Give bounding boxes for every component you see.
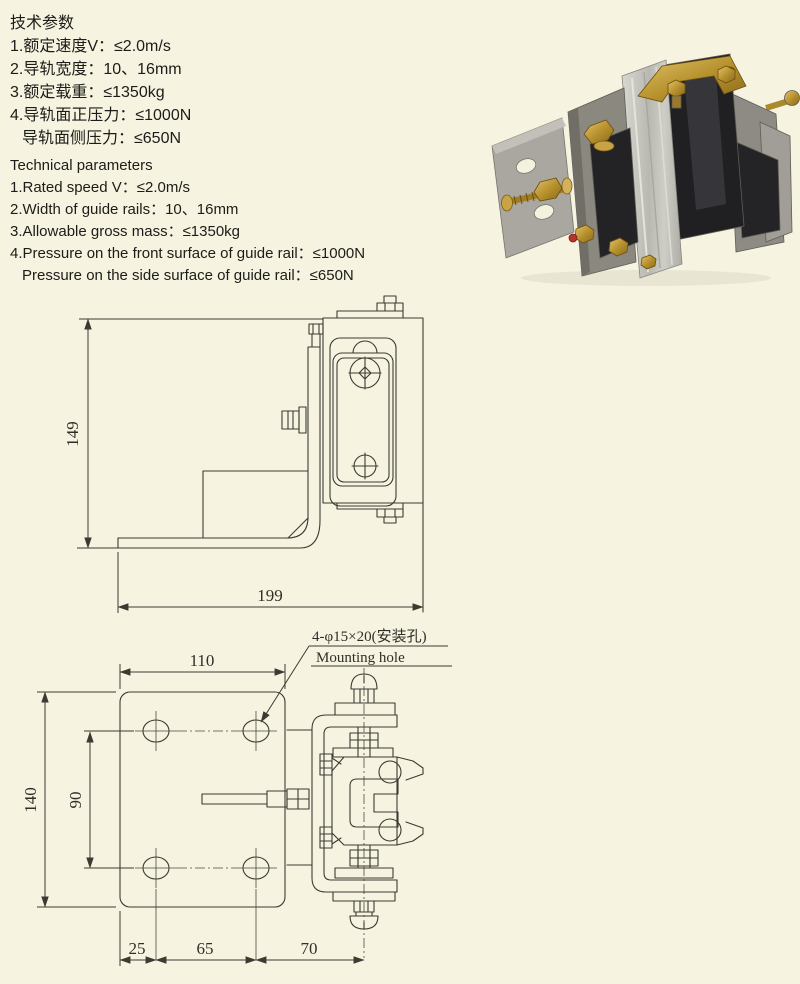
top-dome-screw: [350, 673, 378, 690]
roller-bolt: [378, 818, 402, 842]
dim-65-label: 65: [197, 939, 214, 958]
guide-gib: [329, 337, 397, 507]
plate-hole: [533, 204, 555, 220]
gib-housing: [331, 756, 398, 846]
side-rod-bolt: [281, 410, 300, 430]
dim-90-label: 90: [66, 792, 85, 809]
hex-nut: [533, 177, 563, 202]
mounting-plate-outline: [119, 691, 286, 908]
mounting-hole-note-cn: 4-φ15×20(安装孔): [312, 628, 427, 645]
side-nut: [319, 753, 333, 776]
lower-jaw: [396, 821, 424, 846]
en-specs-title: Technical parameters: [10, 157, 153, 174]
cn-specs-title: 技术参数: [10, 15, 75, 32]
cn-spec-line: 3.额定载重：≤1350kg: [10, 84, 165, 101]
bolt-right-head: [784, 90, 800, 106]
u-bracket-outer: [311, 714, 398, 893]
rail-channel-profile: [349, 778, 399, 828]
top-cap-plate: [336, 310, 404, 319]
dim-140-label: 140: [21, 787, 40, 813]
en-spec-line: 3.Allowable gross mass：≤1350kg: [10, 223, 241, 240]
bolt-mid: [583, 119, 615, 145]
cn-spec-line: 4.导轨面正压力：≤1000N: [10, 107, 192, 124]
side-view-drawing: 149 199: [63, 295, 424, 613]
front-view-drawing: 110 140 90 25 65 70 4-φ15×20(安装孔) Mounti…: [21, 628, 452, 966]
en-spec-line: Pressure on the side surface of guide ra…: [22, 267, 354, 284]
top-clamp-plate: [334, 702, 396, 716]
guide-shoe-photo-art: [491, 53, 800, 286]
mounting-hole-leader: [260, 645, 310, 723]
product-photo: [491, 53, 800, 286]
red-mark: [568, 233, 578, 243]
mounting-hole-note-en: Mounting hole: [316, 650, 405, 666]
u-bracket-inner: [323, 726, 398, 881]
dim-149-label: 149: [63, 421, 82, 447]
chinese-parameters-block: 技术参数 1.额定速度V：≤2.0m/s 2.导轨宽度：10、16mm 3.额定…: [10, 12, 191, 150]
dim-110-label: 110: [190, 651, 215, 670]
cn-spec-line: 2.导轨宽度：10、16mm: [10, 61, 182, 78]
shoe-body: [322, 317, 424, 504]
dim-25-label: 25: [129, 939, 146, 958]
dim-199-label: 199: [257, 586, 283, 605]
side-nut: [319, 826, 333, 849]
gusset-plate: [202, 470, 309, 539]
cn-spec-line: 1.额定速度V：≤2.0m/s: [10, 38, 171, 55]
bolt-top-left: [667, 79, 686, 98]
en-spec-line: 4.Pressure on the front surface of guide…: [10, 245, 366, 262]
bottom-bolt: [376, 508, 404, 518]
cn-spec-line: 导轨面侧压力：≤650N: [22, 130, 182, 147]
left-rubber-block: [589, 127, 639, 259]
bolt-top-right: [717, 65, 736, 84]
top-bolt: [376, 302, 404, 312]
gusset-chamfer: [287, 517, 309, 539]
gib-top-arc: [352, 340, 378, 354]
upper-jaw: [396, 756, 424, 781]
engineering-drawings: 149 199: [21, 295, 452, 966]
bolt-lower-mid: [608, 237, 629, 257]
dim-70-label: 70: [301, 939, 318, 958]
plate-hole: [515, 158, 537, 174]
bolt-lower-right: [640, 254, 657, 270]
en-spec-line: 1.Rated speed V：≤2.0m/s: [10, 179, 190, 196]
en-spec-line: 2.Width of guide rails：10、16mm: [10, 201, 239, 218]
adjust-rod: [201, 793, 268, 805]
plate-top-bolt: [308, 323, 324, 335]
brass-clamp-strap: [637, 55, 747, 103]
english-parameters-block: Technical parameters 1.Rated speed V：≤2.…: [10, 155, 365, 287]
roller-bolt: [378, 760, 402, 784]
rubber-channel-inner: [684, 73, 726, 210]
l-bracket-profile: [117, 346, 321, 549]
